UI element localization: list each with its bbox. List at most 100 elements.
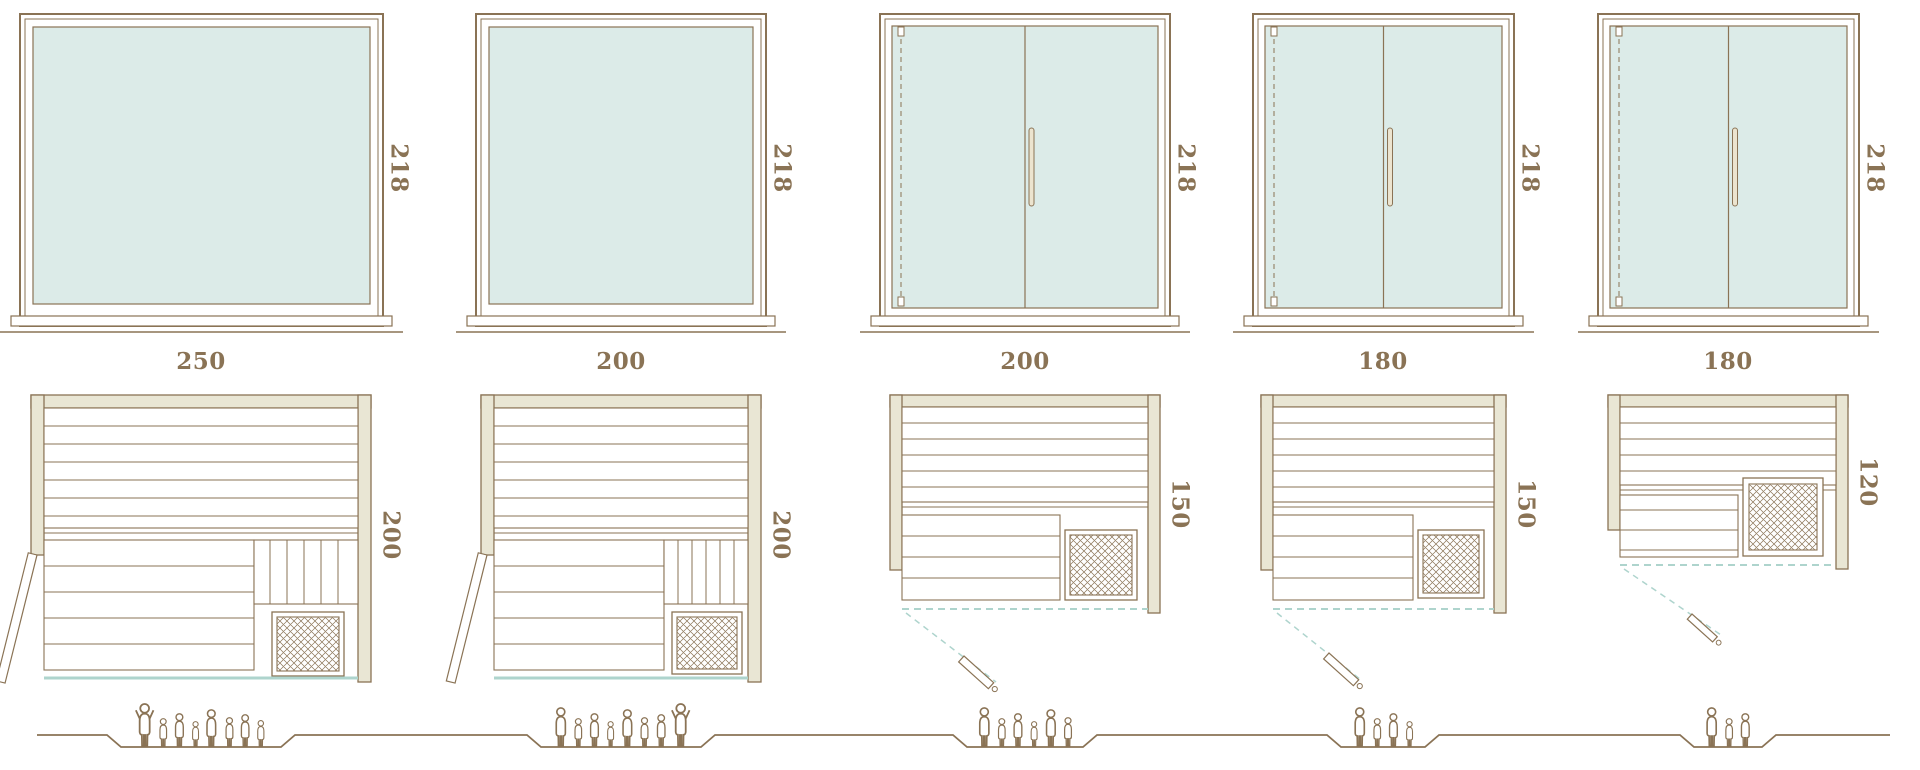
wall-left xyxy=(480,394,495,556)
width-dimension: 200 xyxy=(596,348,646,375)
person-icon xyxy=(159,718,168,747)
wall-top xyxy=(1260,394,1507,408)
width-dimension: 180 xyxy=(1703,348,1753,375)
person-icon xyxy=(1741,713,1751,747)
sill xyxy=(466,315,776,327)
person-icon xyxy=(978,707,990,747)
upper-bench xyxy=(1619,406,1837,486)
width-dimension: 180 xyxy=(1358,348,1408,375)
unit-5-floor-plan xyxy=(1607,394,1849,646)
person-icon xyxy=(1373,718,1382,747)
capacity-figures-unit-4 xyxy=(1351,703,1416,747)
height-dimension: 218 xyxy=(1516,143,1544,193)
person-icon xyxy=(191,721,199,747)
door-handle xyxy=(1387,127,1393,207)
person-icon xyxy=(1013,713,1023,747)
person-icon xyxy=(241,714,250,747)
unit-4-front-elevation xyxy=(1233,13,1534,333)
person-icon xyxy=(1045,709,1056,747)
upper-bench xyxy=(43,407,359,529)
person-icon xyxy=(607,721,614,747)
wall-right xyxy=(357,394,372,683)
person-icon xyxy=(206,709,217,747)
capacity-figures-unit-2 xyxy=(552,703,691,747)
wall-left xyxy=(1260,394,1274,571)
person-icon xyxy=(555,707,567,747)
hinge-mark-bottom xyxy=(1615,296,1623,307)
person-icon xyxy=(1389,713,1399,747)
person-icon xyxy=(1030,721,1038,747)
door-leaf xyxy=(0,552,38,684)
heater-icon xyxy=(1417,529,1485,599)
sill xyxy=(10,315,393,327)
person-icon xyxy=(621,709,633,747)
person-icon xyxy=(590,713,600,747)
upper-bench xyxy=(493,407,749,529)
glass-panel xyxy=(488,26,754,305)
lower-bench xyxy=(493,539,665,671)
height-dimension: 218 xyxy=(1172,143,1200,193)
person-icon xyxy=(175,713,185,747)
depth-dimension: 120 xyxy=(1854,457,1882,507)
hinge-mark-bottom xyxy=(897,296,905,307)
person-icon xyxy=(225,717,234,747)
ground-line xyxy=(37,734,1890,748)
unit-1-column: 218 250 200 xyxy=(0,0,440,770)
wall-top xyxy=(480,394,762,409)
door-handle xyxy=(1028,127,1035,207)
person-icon xyxy=(998,718,1006,747)
hinge-mark-bottom xyxy=(1270,296,1278,307)
glass-panel xyxy=(32,26,371,305)
heater-icon xyxy=(1742,477,1824,557)
unit-1-front-elevation xyxy=(0,13,403,333)
door-leaf xyxy=(1686,613,1722,646)
person-icon xyxy=(257,720,265,747)
lower-bench xyxy=(43,539,255,671)
wall-right xyxy=(1835,394,1849,570)
wall-top xyxy=(1607,394,1849,408)
capacity-figures-unit-3 xyxy=(975,703,1075,747)
heater-icon xyxy=(271,611,345,677)
capacity-figures-unit-1 xyxy=(135,703,268,747)
person-icon xyxy=(1405,721,1413,747)
sill xyxy=(1588,315,1869,327)
person-icon xyxy=(656,714,666,747)
unit-1-floor-plan xyxy=(0,394,372,684)
wall-top xyxy=(30,394,372,409)
person-icon xyxy=(1354,707,1366,747)
hinge-mark-top xyxy=(1615,26,1623,37)
wall-top xyxy=(889,394,1161,408)
door-handle xyxy=(1732,127,1738,207)
heater-icon xyxy=(671,611,743,675)
unit-5-column: 218 180 120 xyxy=(1578,0,1908,770)
person-icon xyxy=(670,703,690,747)
person-icon xyxy=(1063,717,1072,747)
person-icon xyxy=(574,718,583,747)
depth-dimension: 150 xyxy=(1512,479,1540,529)
wall-left xyxy=(1607,394,1621,531)
depth-dimension: 200 xyxy=(767,510,795,560)
unit-5-front-elevation xyxy=(1578,13,1879,333)
door-swing-line xyxy=(1623,568,1725,638)
wall-right xyxy=(1493,394,1507,614)
unit-3-column: 218 200 150 xyxy=(860,0,1200,770)
depth-dimension: 200 xyxy=(377,510,405,560)
person-icon xyxy=(135,703,155,747)
wall-left xyxy=(889,394,903,571)
person-icon xyxy=(1725,718,1734,747)
lower-bench xyxy=(1619,494,1739,558)
unit-4-floor-plan xyxy=(1260,394,1507,690)
wall-left xyxy=(30,394,45,556)
door-leaf xyxy=(957,655,998,693)
width-dimension: 200 xyxy=(1000,348,1050,375)
capacity-figures-unit-5 xyxy=(1703,703,1754,747)
height-dimension: 218 xyxy=(1861,143,1889,193)
unit-4-column: 218 180 150 xyxy=(1233,0,1553,770)
depth-dimension: 150 xyxy=(1166,479,1194,529)
unit-2-floor-plan xyxy=(445,394,762,684)
height-dimension: 218 xyxy=(768,143,796,193)
person-icon xyxy=(1706,707,1718,747)
width-dimension: 250 xyxy=(176,348,226,375)
unit-2-front-elevation xyxy=(456,13,786,333)
unit-2-column: 218 200 200 xyxy=(445,0,796,770)
